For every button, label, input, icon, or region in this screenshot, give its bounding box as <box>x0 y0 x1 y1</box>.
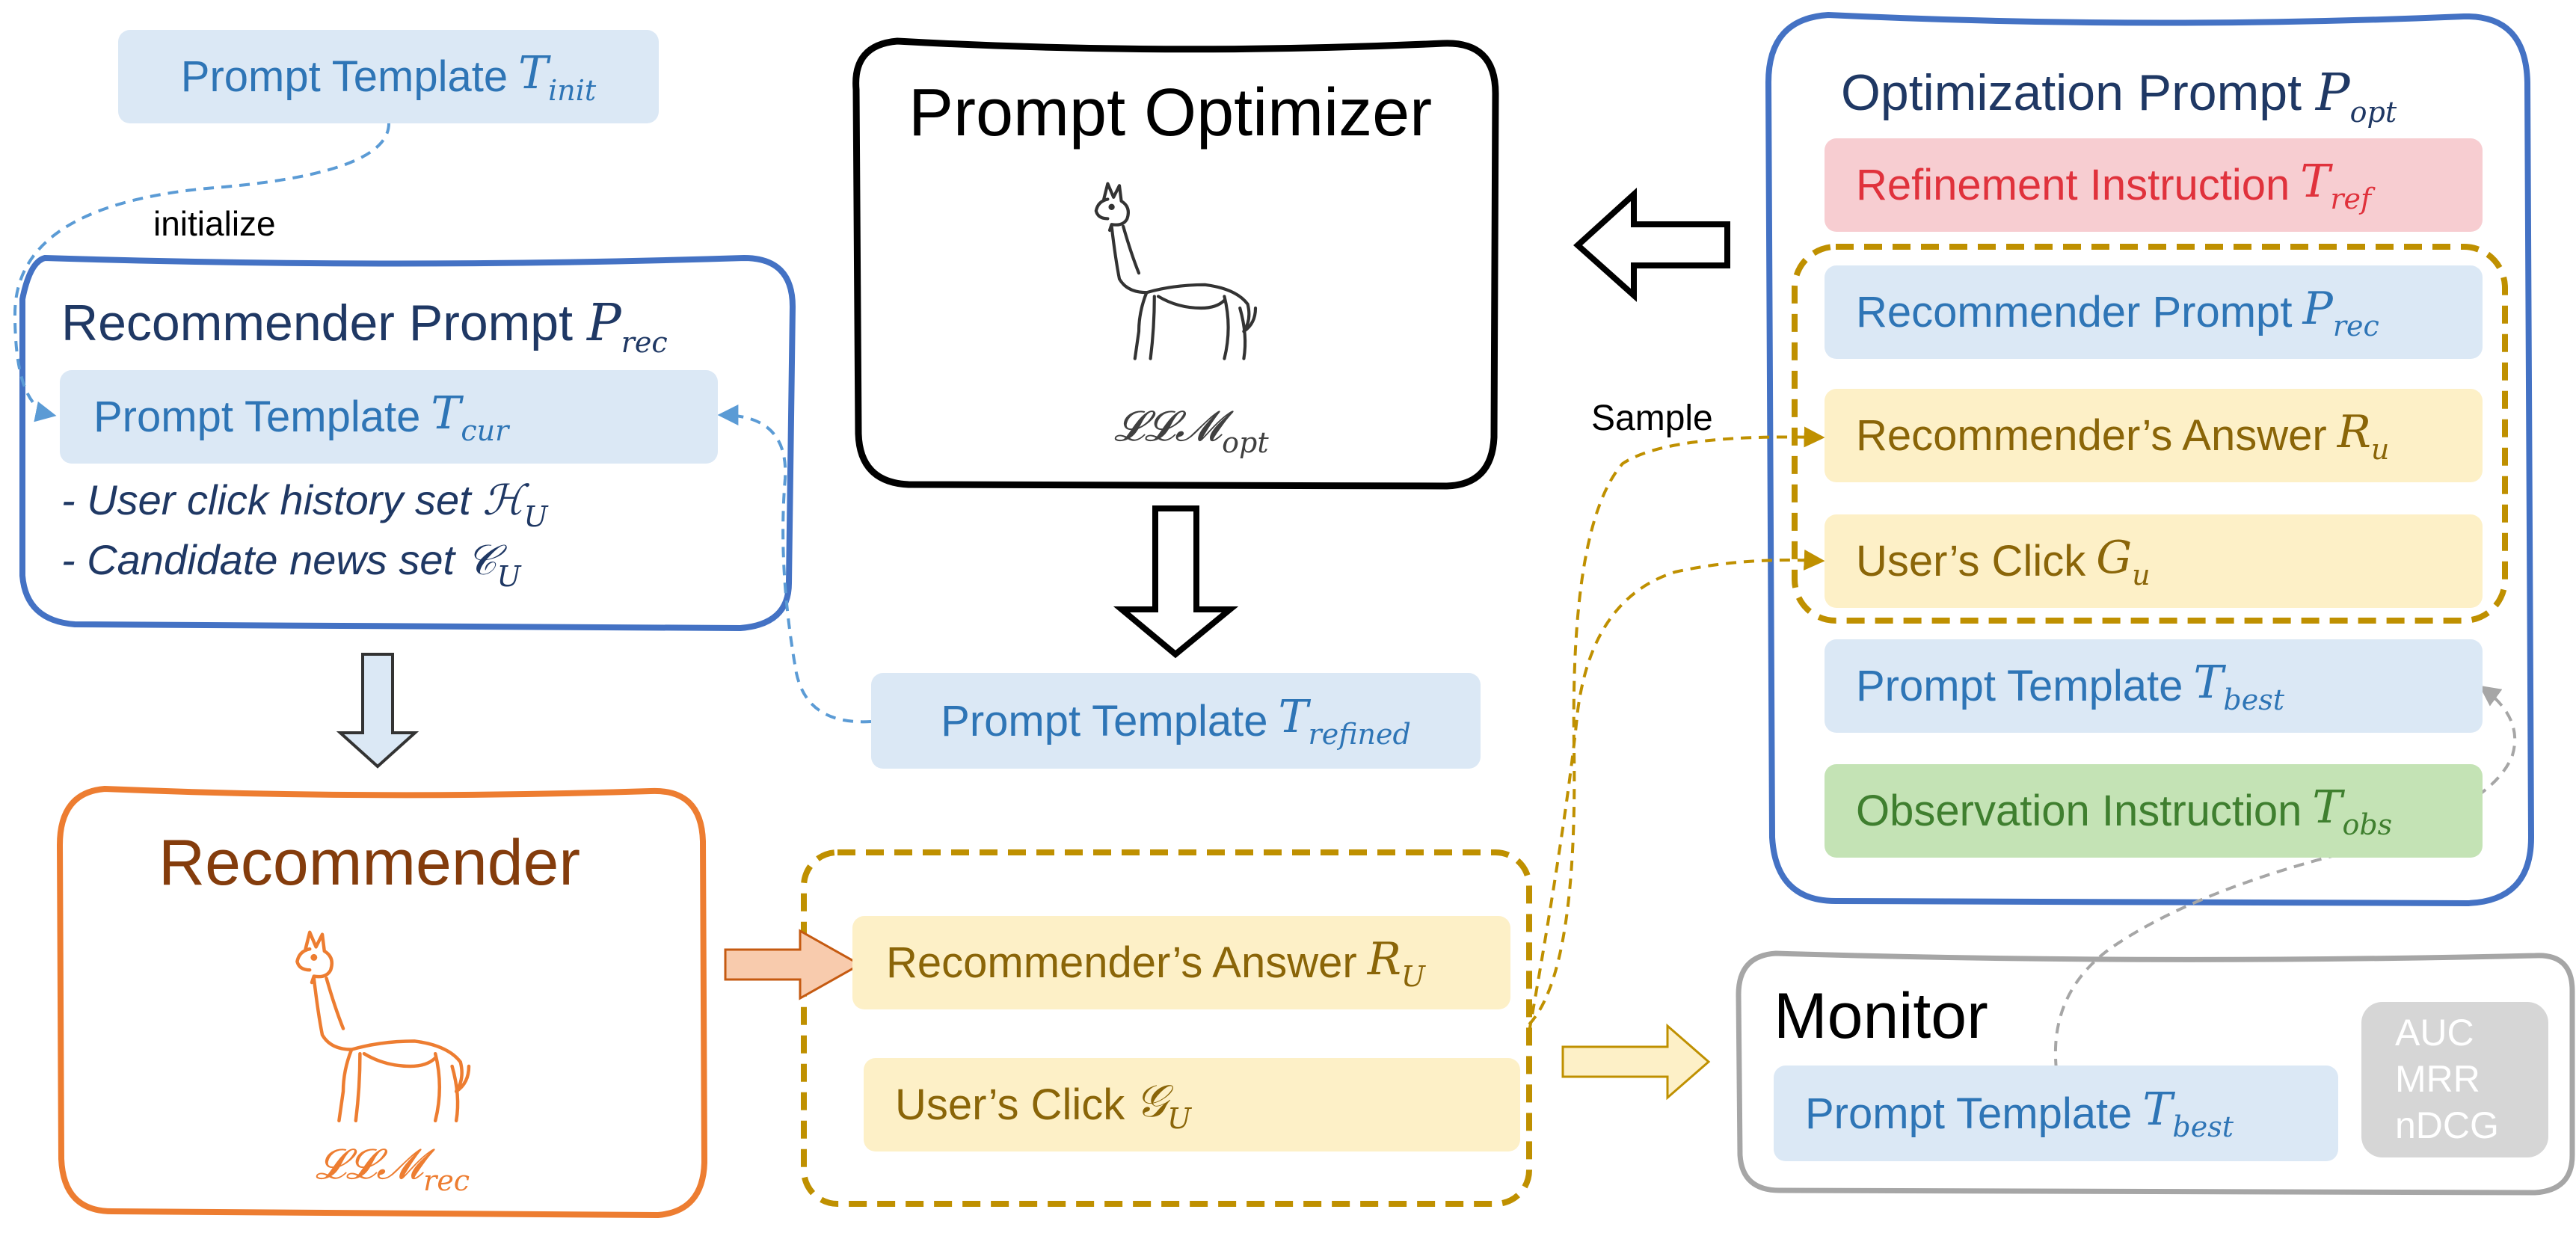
optimizer-llm-label: 𝓛𝓛𝓜opt <box>1114 402 1269 459</box>
optimization-prompt-title: Optimization Prompt Popt <box>1841 64 2397 129</box>
refinement-instruction-chip: Refinement Instruction Tref <box>1825 138 2483 232</box>
metric-auc: AUC <box>2395 1012 2474 1054</box>
opt-answer-symbol: Ru <box>2337 405 2390 466</box>
answer-sample-connector <box>1528 426 1825 1026</box>
recommender-frame <box>56 785 708 1219</box>
refined-template-chip: Prompt Template Trefined <box>871 673 1481 769</box>
candidate-line: - Candidate news set 𝒞U <box>61 536 521 593</box>
initialize-label: initialize <box>153 204 276 243</box>
opt-best-template-label: Prompt Template <box>1856 662 2183 710</box>
opt-rec-prompt-symbol: Prec <box>2302 282 2379 342</box>
monitor-template-chip: Prompt Template Tbest <box>1774 1066 2338 1161</box>
sample-group-frame <box>1792 244 2508 624</box>
sample-label: Sample <box>1591 399 1713 438</box>
output-answer-chip: Recommender’s Answer RU <box>852 916 1510 1009</box>
output-answer-label: Recommender’s Answer <box>886 938 1357 987</box>
arrow-to-refined <box>1113 505 1239 659</box>
init-template-symbol: Tinit <box>518 46 597 107</box>
current-template-chip: Prompt Template Tcur <box>60 370 718 464</box>
refined-template-label: Prompt Template <box>941 696 1268 745</box>
recommender-prompt-frame <box>19 254 796 632</box>
refinement-instruction-symbol: Tref <box>2300 155 2372 215</box>
output-answer-symbol: RU <box>1367 932 1425 993</box>
opt-best-template-symbol: Tbest <box>2193 656 2284 716</box>
opt-rec-prompt-chip: Recommender Prompt Prec <box>1825 265 2483 359</box>
output-click-symbol: 𝒢U <box>1135 1074 1191 1135</box>
metrics-box: AUC MRR nDCG <box>2361 1002 2548 1157</box>
optimization-prompt-frame <box>1765 11 2535 907</box>
monitor-title: Monitor <box>1774 980 1988 1052</box>
click-sample-connector <box>1528 549 1825 1033</box>
metric-ndcg: nDCG <box>2395 1104 2499 1146</box>
current-template-symbol: Tcur <box>431 387 509 447</box>
arrow-to-optimizer <box>1573 187 1730 302</box>
opt-click-chip: User’s Click Gu <box>1825 514 2483 608</box>
metric-mrr: MRR <box>2395 1058 2480 1100</box>
observation-instruction-symbol: Tobs <box>2312 781 2393 841</box>
recommender-title: Recommender <box>159 827 580 899</box>
prompt-optimizer-frame <box>852 37 1499 490</box>
initialize-connector <box>13 123 390 422</box>
monitor-template-symbol: Tbest <box>2142 1083 2234 1143</box>
best-template-connector <box>2053 685 2517 1070</box>
opt-click-symbol: Gu <box>2096 531 2151 591</box>
recommender-prompt-title: Recommender Prompt Prec <box>61 294 668 359</box>
opt-answer-label: Recommender’s Answer <box>1856 411 2327 460</box>
arrow-to-recommender <box>336 653 419 769</box>
refined-template-symbol: Trefined <box>1278 691 1411 751</box>
opt-click-label: User’s Click <box>1856 537 2086 585</box>
init-template-label: Prompt Template <box>180 52 508 101</box>
history-line: - User click history set ℋU <box>61 476 548 533</box>
opt-answer-chip: Recommender’s Answer Ru <box>1825 389 2483 482</box>
prompt-optimizer-title: Prompt Optimizer <box>909 76 1433 150</box>
opt-best-template-chip: Prompt Template Tbest <box>1825 639 2483 733</box>
observation-instruction-chip: Observation Instruction Tobs <box>1825 764 2483 858</box>
recommender-llm-label: 𝓛𝓛𝓜rec <box>316 1140 470 1197</box>
current-template-label: Prompt Template <box>93 393 421 441</box>
optimizer-alpaca-icon <box>1094 182 1258 360</box>
output-click-label: User’s Click <box>895 1080 1125 1129</box>
observation-instruction-label: Observation Instruction <box>1856 787 2302 835</box>
opt-rec-prompt-label: Recommender Prompt <box>1856 288 2293 336</box>
init-template-chip: Prompt Template Tinit <box>118 30 659 123</box>
monitor-template-label: Prompt Template <box>1805 1089 2133 1138</box>
refinement-instruction-label: Refinement Instruction <box>1856 161 2290 209</box>
recommender-alpaca-icon <box>295 930 471 1123</box>
output-click-chip: User’s Click 𝒢U <box>864 1058 1520 1151</box>
refined-to-cur-connector <box>717 405 872 724</box>
monitor-frame <box>1736 950 2575 1196</box>
arrow-to-output <box>724 929 863 1000</box>
arrow-to-monitor <box>1561 1023 1711 1101</box>
